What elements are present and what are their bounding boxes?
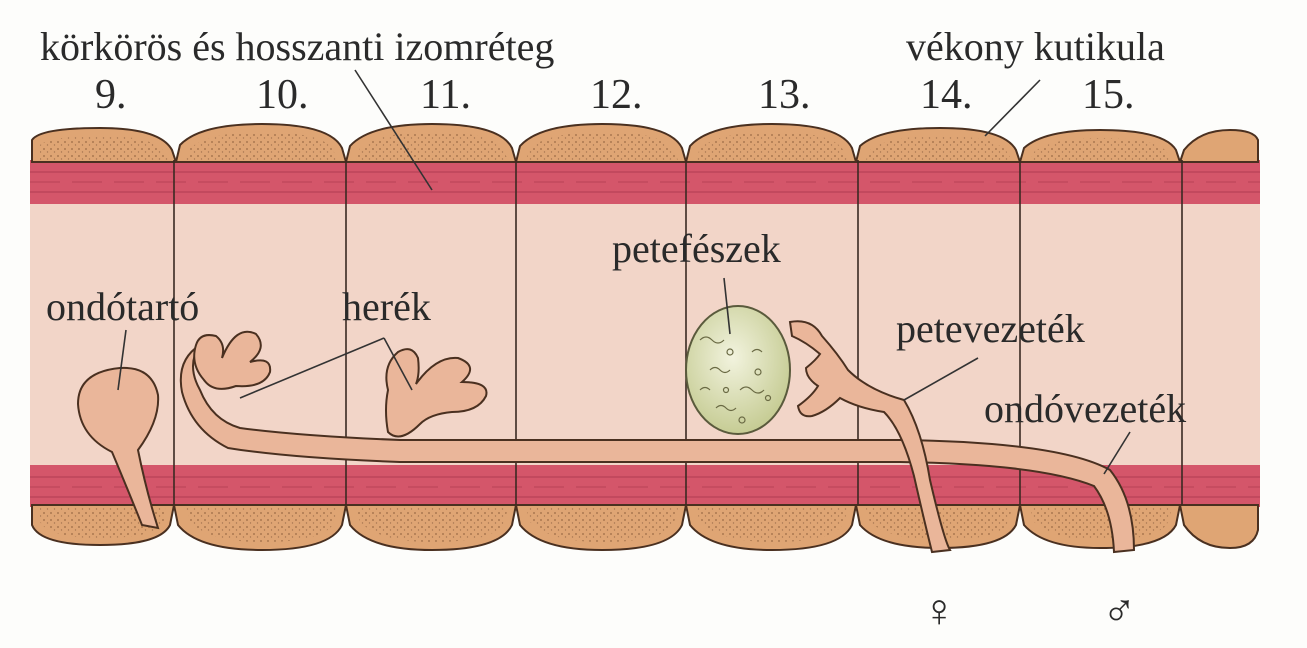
segment-number-15: 15. — [1082, 72, 1135, 118]
segment-number-10: 10. — [256, 72, 309, 118]
segment-number-9: 9. — [95, 72, 127, 118]
testis-left — [194, 332, 270, 389]
segment-number-14: 14. — [920, 72, 973, 118]
muscle-layer-label: körkörös és hosszanti izomréteg — [40, 24, 554, 69]
segment-number-13: 13. — [758, 72, 811, 118]
segment-number-11: 11. — [420, 72, 471, 118]
segment-number-12: 12. — [590, 72, 643, 118]
seminal-vesicle-label: ondótartó — [46, 284, 199, 329]
sperm-duct-label: ondóvezeték — [984, 386, 1186, 431]
ovary-label: petefészek — [612, 226, 781, 271]
testes-label: herék — [342, 284, 431, 329]
cuticle-label: vékony kutikula — [906, 24, 1165, 69]
male-symbol: ♂ — [1102, 585, 1137, 636]
upper-muscle-layer — [30, 160, 1260, 204]
female-symbol: ♀ — [922, 585, 957, 636]
ovary — [686, 306, 790, 434]
oviduct-label: petevezeték — [896, 306, 1085, 351]
